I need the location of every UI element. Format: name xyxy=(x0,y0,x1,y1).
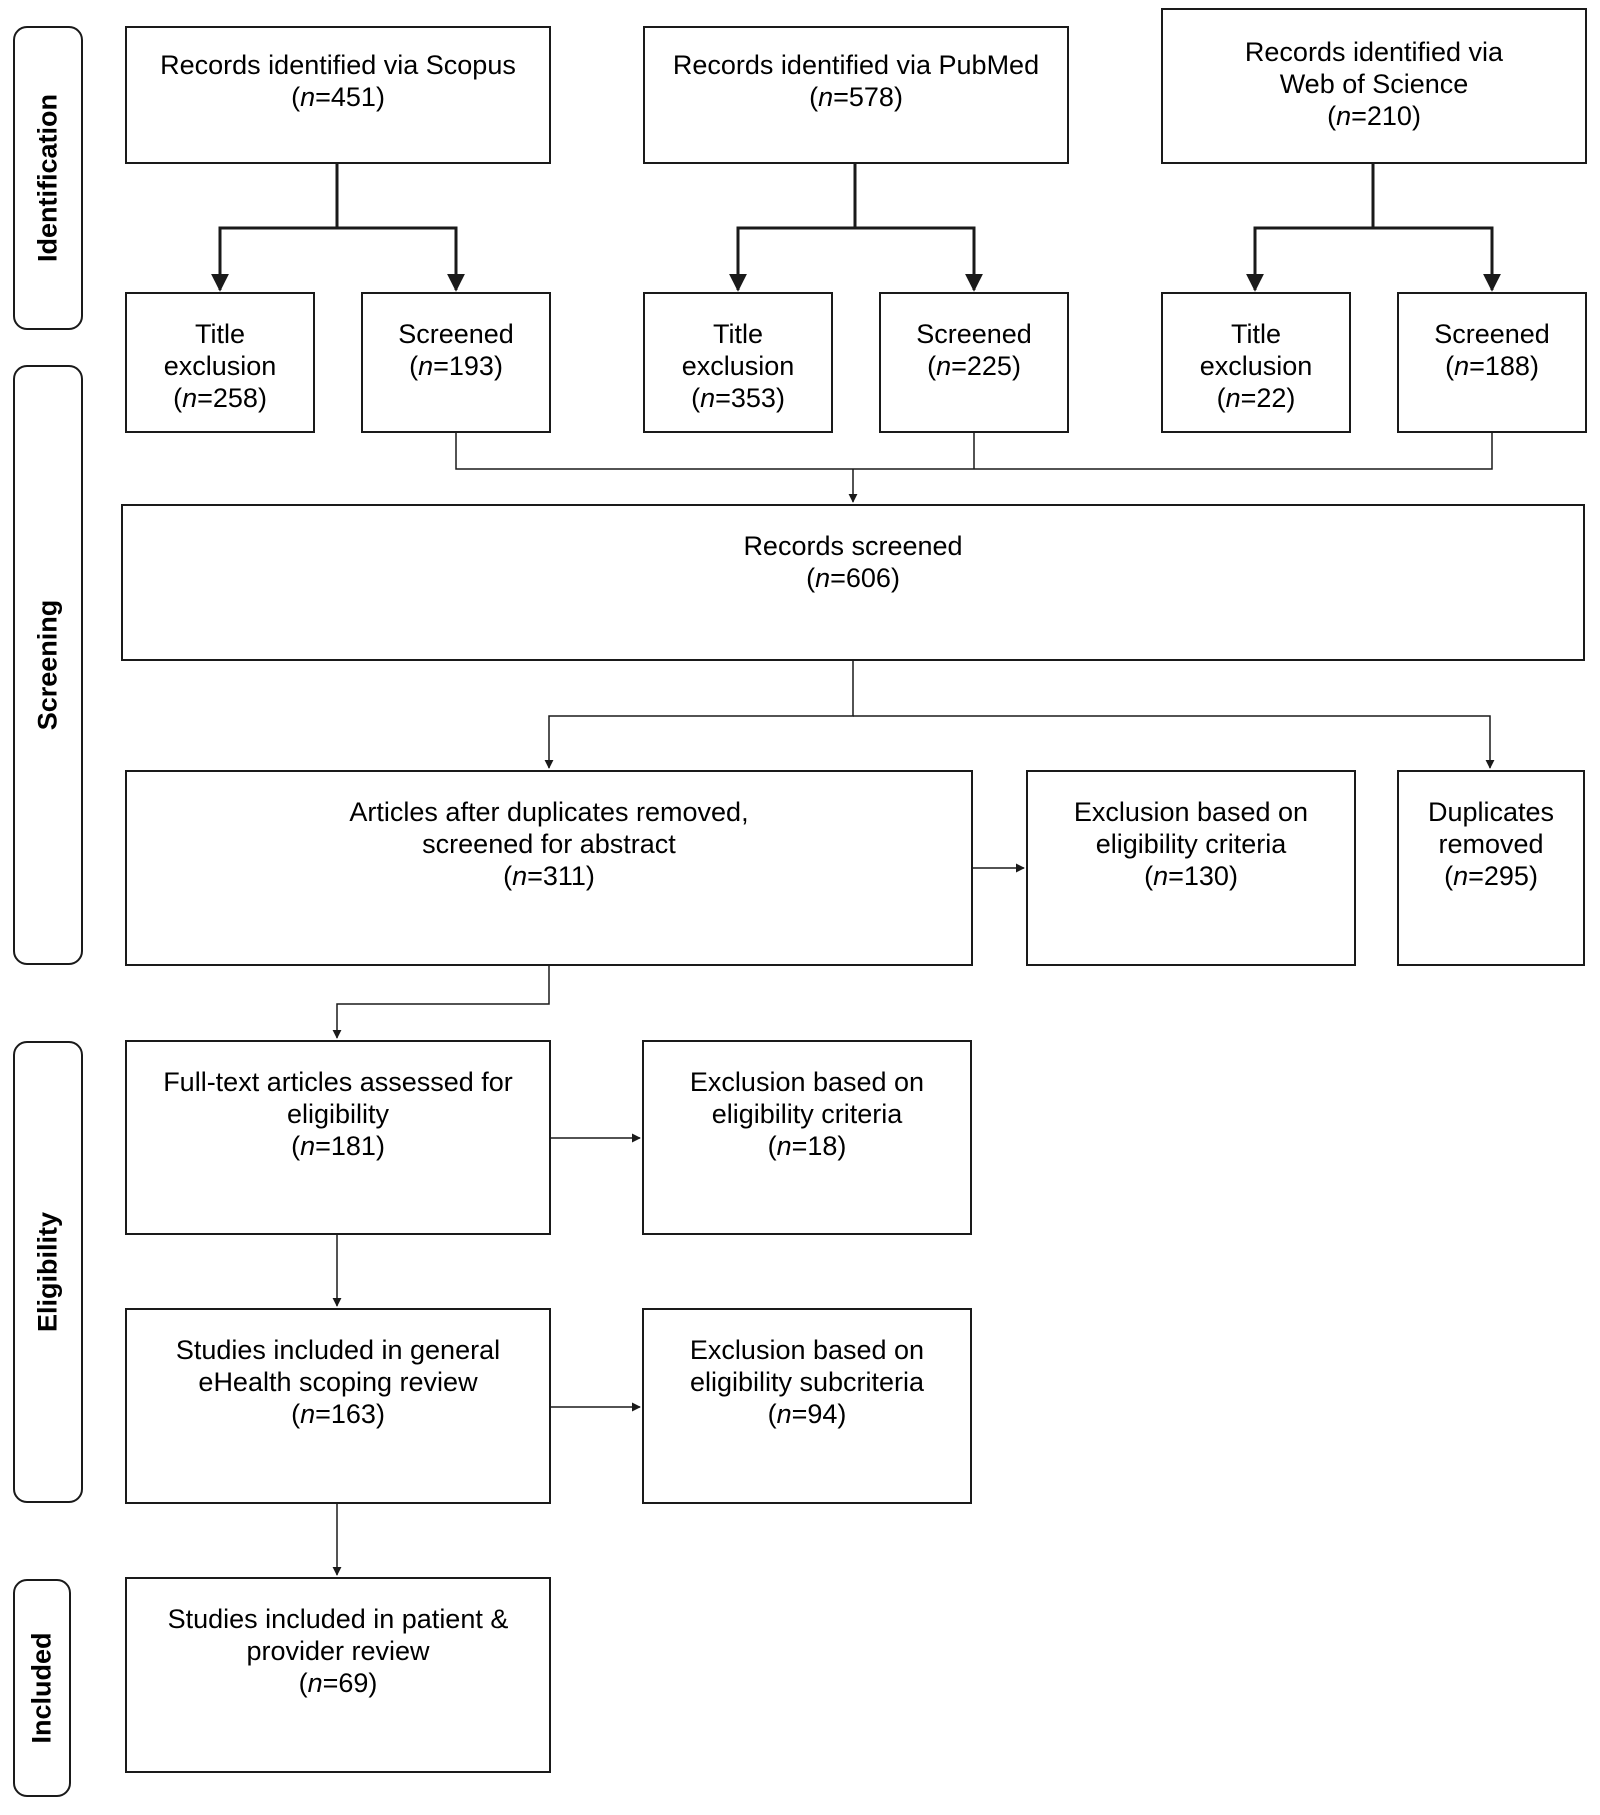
box-wos-screened: Screened (n=188) xyxy=(1397,292,1587,433)
box-pubmed: Records identified via PubMed (n=578) xyxy=(643,26,1069,164)
connector-records-split-right xyxy=(853,715,1495,769)
box-scopus-title-exclusion: Title exclusion (n=258) xyxy=(125,292,315,433)
box-wos: Records identified via Web of Science (n… xyxy=(1161,8,1587,164)
box-patient-provider: Studies included in patient & provider r… xyxy=(125,1577,551,1773)
box-pubmed-title-exclusion: Title exclusion (n=353) xyxy=(643,292,833,433)
connector-pubmed-split-left xyxy=(729,226,855,292)
box-scopus: Records identified via Scopus (n=451) xyxy=(125,26,551,164)
box-wos-count: (n=210) xyxy=(1327,101,1421,131)
stage-included: Included xyxy=(13,1579,71,1797)
box-records-screened: Records screened (n=606) xyxy=(121,504,1585,661)
box-scopus-screened: Screened (n=193) xyxy=(361,292,551,433)
box-scopus-count: (n=451) xyxy=(291,82,385,112)
box-fulltext: Full-text articles assessed for eligibil… xyxy=(125,1040,551,1235)
box-exclusion-subcriteria: Exclusion based on eligibility subcriter… xyxy=(642,1308,972,1504)
stage-eligibility: Eligibility xyxy=(13,1041,83,1503)
box-wos-line-2: Web of Science xyxy=(1279,69,1469,99)
connector-records-split xyxy=(544,661,854,769)
connector-screened-merge xyxy=(455,432,1493,502)
box-wos-title-exclusion: Title exclusion (n=22) xyxy=(1161,292,1351,433)
box-exclusion-eligibility-2: Exclusion based on eligibility criteria … xyxy=(642,1040,972,1235)
box-exclusion-eligibility-1: Exclusion based on eligibility criteria … xyxy=(1026,770,1356,966)
box-duplicates-removed: Duplicates removed (n=295) xyxy=(1397,770,1585,966)
stage-screening: Screening xyxy=(13,365,83,965)
connector-wos-split xyxy=(1371,164,1501,292)
stage-identification: Identification xyxy=(13,26,83,330)
connector-wos-split-left xyxy=(1246,226,1373,292)
box-pubmed-line-1: Records identified via PubMed xyxy=(672,50,1040,80)
connector-scopus-split-left xyxy=(211,226,337,292)
box-pubmed-screened: Screened (n=225) xyxy=(879,292,1069,433)
box-pubmed-count: (n=578) xyxy=(809,82,903,112)
connector-abstract-fulltext xyxy=(332,966,550,1039)
box-after-duplicates: Articles after duplicates removed, scree… xyxy=(125,770,973,966)
box-general-review: Studies included in general eHealth scop… xyxy=(125,1308,551,1504)
box-scopus-line-1: Records identified via Scopus xyxy=(160,50,516,80)
connector-pubmed-split xyxy=(853,164,983,292)
box-wos-line-1: Records identified via xyxy=(1244,37,1504,67)
